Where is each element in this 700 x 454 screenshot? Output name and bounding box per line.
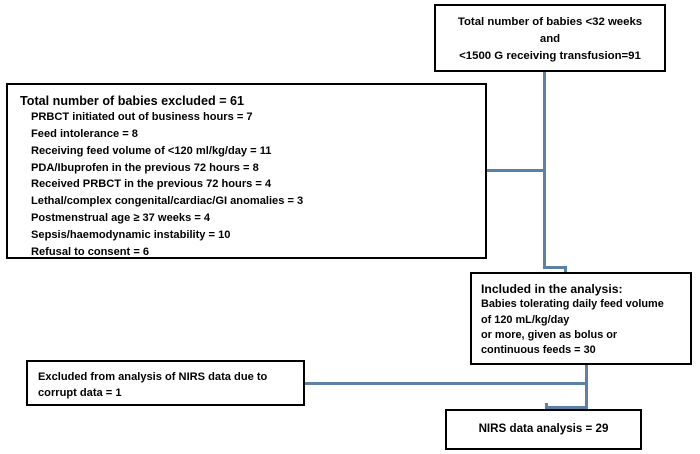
list-item: Postmenstrual age ≥ 37 weeks = 4 xyxy=(31,212,211,225)
node-total-babies: Total number of babies <32 weeks and <15… xyxy=(434,4,666,72)
node-excluded-babies: Total number of babies excluded = 61 PRB… xyxy=(6,83,487,259)
excluded-nirs-line-2: corrupt data = 1 xyxy=(38,387,122,400)
excluded-reason-list: PRBCT initiated out of business hours = … xyxy=(20,109,473,261)
list-item: PDA/Ibuprofen in the previous 72 hours =… xyxy=(31,161,259,174)
list-item: Refusal to consent = 6 xyxy=(31,245,150,258)
included-heading: Included in the analysis: xyxy=(481,282,623,296)
node-excluded-babies-content: Total number of babies excluded = 61 PRB… xyxy=(8,85,485,270)
node-nirs-data-analysis: NIRS data analysis = 29 xyxy=(445,409,642,450)
connector-nirs-jog xyxy=(545,406,588,409)
connector-to-excluded xyxy=(487,169,545,172)
node-included-analysis-content: Included in the analysis: Babies tolerat… xyxy=(472,274,690,365)
list-item: Received PRBCT in the previous 72 hours … xyxy=(31,178,272,191)
list-item: Sepsis/haemodynamic instability = 10 xyxy=(31,229,231,242)
total-line-3: <1500 G receiving transfusion=91 xyxy=(459,50,641,63)
node-nirs-data-analysis-content: NIRS data analysis = 29 xyxy=(447,411,640,441)
connector-to-excluded-nirs xyxy=(305,382,588,385)
node-total-babies-content: Total number of babies <32 weeks and <15… xyxy=(436,6,664,71)
node-included-analysis: Included in the analysis: Babies tolerat… xyxy=(470,272,692,365)
list-item: Receiving feed volume of <120 ml/kg/day … xyxy=(31,144,272,157)
connector-trunk-jog xyxy=(543,266,567,269)
node-excluded-nirs-data: Excluded from analysis of NIRS data due … xyxy=(26,360,305,406)
connector-into-nirs xyxy=(545,403,548,411)
list-item: Feed intolerance = 8 xyxy=(31,127,138,140)
excluded-heading: Total number of babies excluded = 61 xyxy=(20,94,245,108)
included-line-2: of 120 mL/kg/day xyxy=(481,313,570,326)
total-line-2: and xyxy=(539,33,561,46)
list-item: PRBCT initiated out of business hours = … xyxy=(31,111,253,123)
nirs-analysis-line-1: NIRS data analysis = 29 xyxy=(478,422,609,435)
included-line-3: or more, given as bolus or xyxy=(481,328,618,341)
excluded-nirs-line-1: Excluded from analysis of NIRS data due … xyxy=(38,371,268,383)
included-line-4: continuous feeds = 30 xyxy=(481,343,596,356)
total-line-1: Total number of babies <32 weeks xyxy=(457,16,643,28)
list-item: Lethal/complex congenital/cardiac/GI ano… xyxy=(31,195,304,208)
connector-included-down xyxy=(585,365,588,409)
node-excluded-nirs-data-content: Excluded from analysis of NIRS data due … xyxy=(28,362,303,408)
included-line-1: Babies tolerating daily feed volume xyxy=(481,298,664,311)
connector-into-included xyxy=(564,266,567,274)
